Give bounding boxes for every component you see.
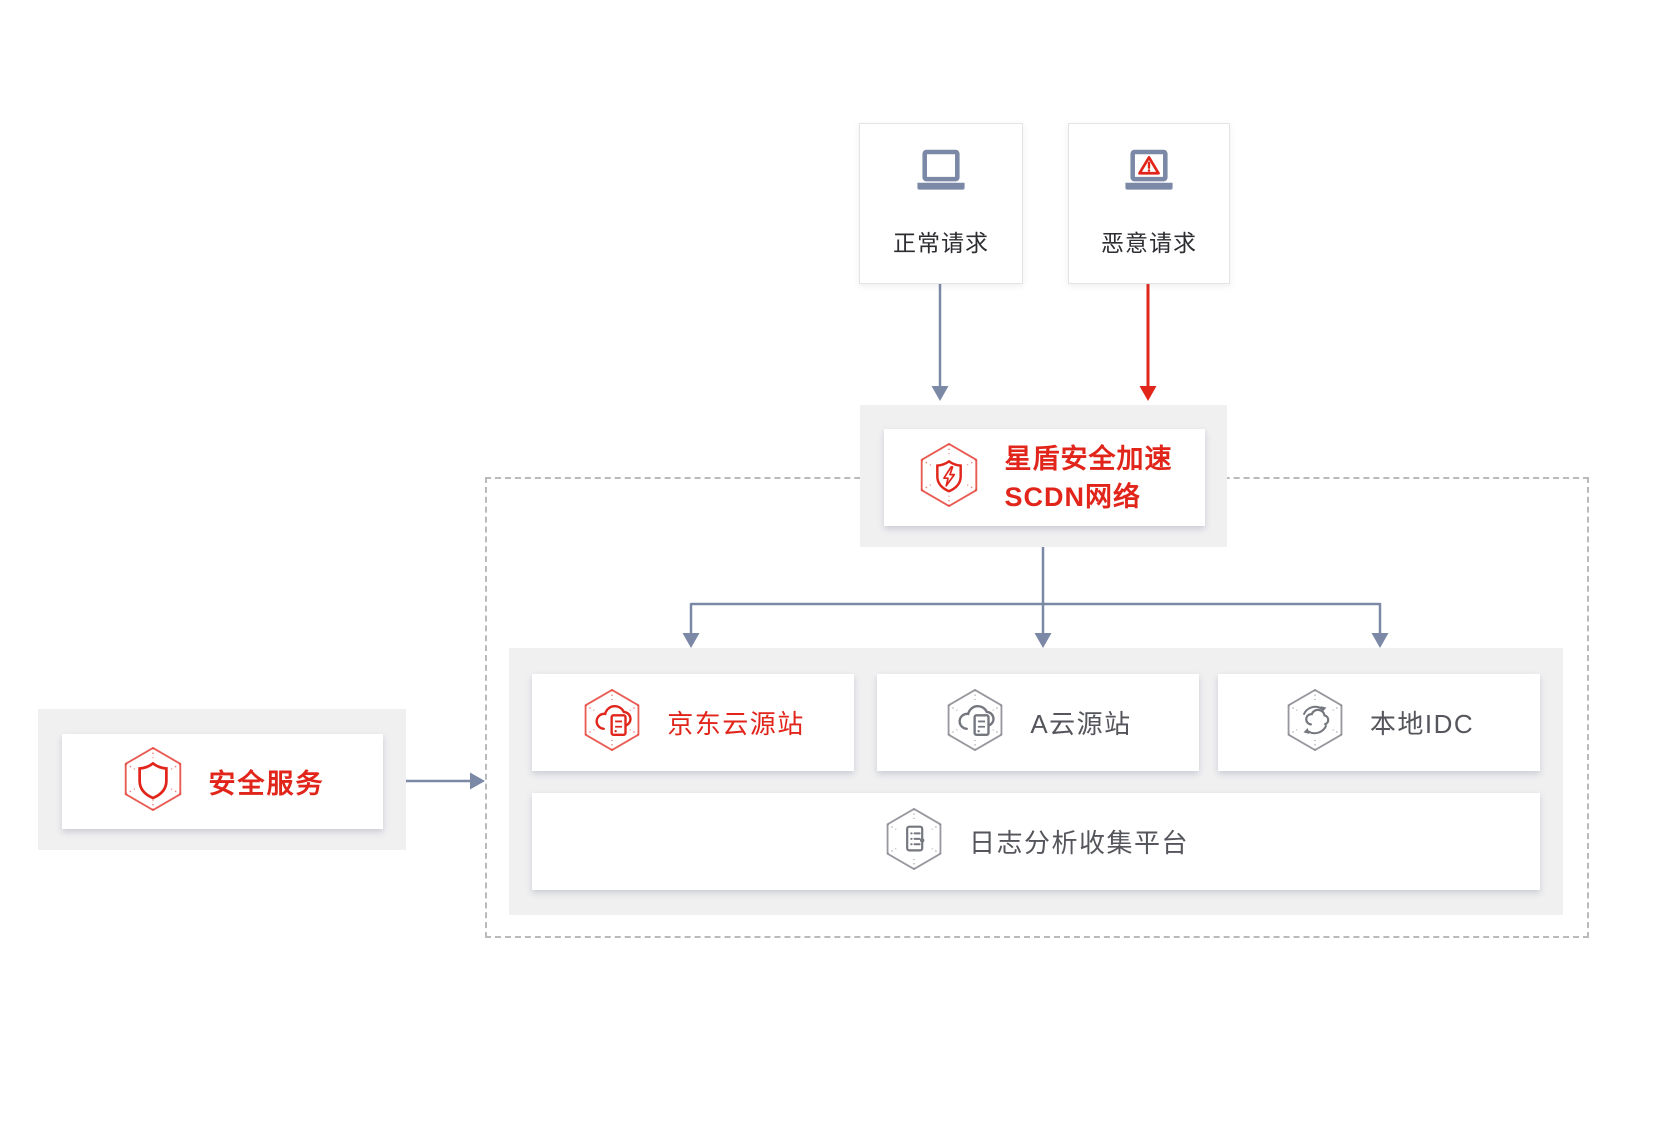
a-cloud-origin-label: A云源站 <box>1030 709 1132 739</box>
hexagon-cloud-server-icon <box>944 687 1006 758</box>
node-scdn: 星盾安全加速 SCDN网络 <box>884 429 1205 526</box>
arrow-malicious-request <box>1139 283 1157 401</box>
node-jd-cloud-origin: 京东云源站 <box>532 674 854 771</box>
node-normal-request: 正常请求 <box>859 123 1023 284</box>
laptop-warning-icon <box>1120 149 1178 198</box>
node-security-service: 安全服务 <box>62 734 383 829</box>
scdn-title-line2: SCDN网络 <box>1004 481 1142 512</box>
log-platform-label: 日志分析收集平台 <box>968 828 1189 858</box>
arrow-normal-request <box>931 283 949 401</box>
laptop-icon <box>912 149 970 198</box>
hexagon-shield-bolt-icon <box>917 441 981 514</box>
node-log-platform: 日志分析收集平台 <box>532 793 1540 890</box>
hexagon-shield-icon <box>121 745 185 818</box>
malicious-request-label: 恶意请求 <box>1101 230 1197 256</box>
hexagon-log-icon <box>883 806 945 877</box>
jd-cloud-origin-label: 京东云源站 <box>667 709 805 739</box>
normal-request-label: 正常请求 <box>893 230 989 256</box>
hexagon-cloud-server-icon <box>581 687 643 758</box>
node-local-idc: 本地IDC <box>1218 674 1540 771</box>
security-service-label: 安全服务 <box>208 769 325 799</box>
scdn-title: 星盾安全加速 SCDN网络 <box>1005 440 1173 516</box>
hexagon-cloud-sync-icon <box>1284 687 1346 758</box>
node-malicious-request: 恶意请求 <box>1068 123 1230 284</box>
arrow-security-service <box>406 772 485 790</box>
node-a-cloud-origin: A云源站 <box>877 674 1199 771</box>
local-idc-label: 本地IDC <box>1369 709 1475 739</box>
scdn-title-line1: 星盾安全加速 <box>1004 443 1173 474</box>
